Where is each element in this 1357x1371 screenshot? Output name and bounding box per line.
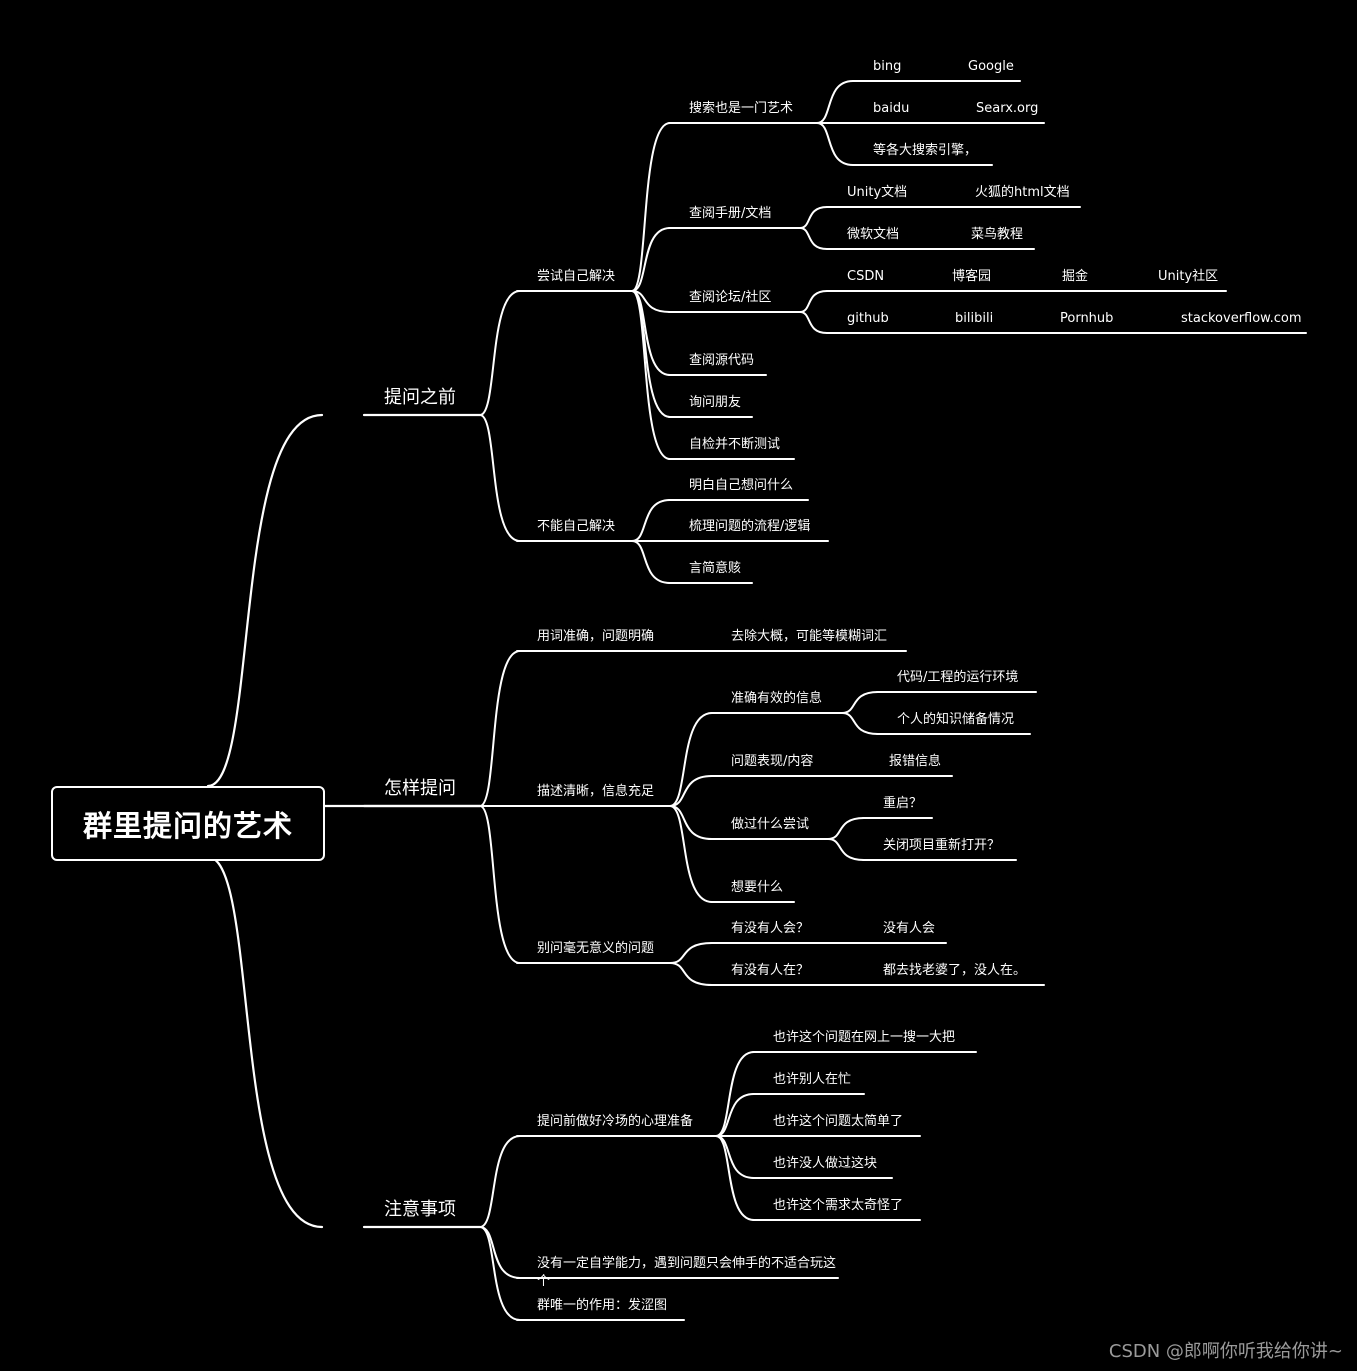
cannot-item[interactable]: 明白自己想问什么 xyxy=(689,478,794,493)
node-self[interactable]: 尝试自己解决 xyxy=(537,269,616,284)
docs-item[interactable]: 菜鸟教程 xyxy=(971,227,1024,242)
edge-notes-prepare xyxy=(479,1135,521,1228)
node-docs[interactable]: 查阅手册/文档 xyxy=(689,206,772,221)
q1-answer[interactable]: 没有人会 xyxy=(883,921,936,936)
docs-item[interactable]: Unity文档 xyxy=(847,185,908,200)
node-tried[interactable]: 做过什么尝试 xyxy=(731,817,810,832)
edge-accurate-item xyxy=(841,712,879,735)
edge-cannot-item xyxy=(631,499,671,542)
prepare-item[interactable]: 也许没人做过这块 xyxy=(773,1156,878,1171)
edge-prepare-item xyxy=(715,1135,755,1221)
edge-notes-ability xyxy=(479,1226,521,1279)
prepare-item[interactable]: 也许别人在忙 xyxy=(773,1072,852,1087)
docs-item[interactable]: 火狐的html文档 xyxy=(975,185,1070,200)
node-prepare[interactable]: 提问前做好冷场的心理准备 xyxy=(537,1114,694,1129)
edge-self-test xyxy=(631,290,671,460)
edge-before-cannot xyxy=(479,414,521,542)
edge-tried-item xyxy=(827,838,865,861)
symptom-item[interactable]: 报错信息 xyxy=(889,754,942,769)
edge-search-item xyxy=(816,122,854,166)
edge-describe-tried xyxy=(669,805,713,840)
edge-meaningless-q2 xyxy=(669,962,713,986)
edge-before-self xyxy=(479,290,521,416)
node-words[interactable]: 用词准确，问题明确 xyxy=(537,629,655,644)
search-engine-item[interactable]: Searx.org xyxy=(976,101,1039,116)
accurate-item[interactable]: 个人的知识储备情况 xyxy=(897,712,1015,727)
prepare-item[interactable]: 也许这个需求太奇怪了 xyxy=(773,1198,904,1213)
forum-item[interactable]: bilibili xyxy=(955,311,994,326)
edge-accurate-item xyxy=(841,691,879,714)
search-engine-item[interactable]: Google xyxy=(968,59,1014,74)
prepare-item[interactable]: 也许这个问题在网上一搜一大把 xyxy=(773,1030,956,1045)
node-want[interactable]: 想要什么 xyxy=(731,880,784,895)
root-title: 群里提问的艺术 xyxy=(82,808,293,843)
forum-item[interactable]: 博客园 xyxy=(952,269,992,284)
prepare-item[interactable]: 也许这个问题太简单了 xyxy=(773,1114,904,1129)
forum-item[interactable]: 掘金 xyxy=(1062,269,1089,284)
branch-before[interactable]: 提问之前 xyxy=(384,387,456,408)
cannot-item[interactable]: 梳理问题的流程/逻辑 xyxy=(689,519,811,534)
node-ability[interactable]: 没有一定自学能力，遇到问题只会伸手的不适合玩这个 xyxy=(537,1256,837,1289)
words-item[interactable]: 去除大概，可能等模糊词汇 xyxy=(731,629,888,644)
forum-item[interactable]: github xyxy=(847,311,889,326)
edge-describe-want xyxy=(669,805,713,903)
cannot-item[interactable]: 言简意赅 xyxy=(689,561,742,576)
edge-root-notes xyxy=(206,855,324,1229)
search-engine-item[interactable]: 等各大搜索引擎， xyxy=(873,143,978,158)
accurate-item[interactable]: 代码/工程的运行环境 xyxy=(897,670,1019,685)
edge-prepare-item xyxy=(715,1093,755,1137)
root-node[interactable]: 群里提问的艺术 xyxy=(51,786,325,861)
node-search[interactable]: 搜索也是一门艺术 xyxy=(689,101,794,116)
forum-item[interactable]: stackoverflow.com xyxy=(1181,311,1302,326)
edge-self-docs xyxy=(631,227,671,292)
branch-how[interactable]: 怎样提问 xyxy=(384,778,456,799)
forum-item[interactable]: CSDN xyxy=(847,269,885,284)
edge-root-before xyxy=(206,413,324,788)
watermark: CSDN @郎啊你听我给你讲~ xyxy=(1108,1341,1343,1362)
edge-self-search xyxy=(631,122,671,292)
edge-cannot-item xyxy=(631,540,671,584)
q2-answer[interactable]: 都去找老婆了，没人在。 xyxy=(883,963,1027,978)
node-q1[interactable]: 有没有人会？ xyxy=(731,921,810,936)
edge-docs-item xyxy=(799,206,828,229)
node-symptom[interactable]: 问题表现/内容 xyxy=(731,754,814,769)
docs-item[interactable]: 微软文档 xyxy=(847,227,900,242)
edge-notes-purpose xyxy=(479,1226,521,1321)
node-friends[interactable]: 询问朋友 xyxy=(689,395,742,410)
branch-notes[interactable]: 注意事项 xyxy=(384,1199,456,1220)
edge-prepare-item xyxy=(715,1051,755,1137)
node-accurate[interactable]: 准确有效的信息 xyxy=(731,691,823,706)
edge-docs-item xyxy=(799,227,828,250)
node-cannot[interactable]: 不能自己解决 xyxy=(537,519,616,534)
edge-meaningless-q1 xyxy=(669,942,713,964)
node-test[interactable]: 自检并不断测试 xyxy=(689,437,781,452)
node-describe[interactable]: 描述清晰，信息充足 xyxy=(537,784,655,799)
edge-tried-item xyxy=(827,817,865,840)
node-meaningless[interactable]: 别问毫无意义的问题 xyxy=(537,941,655,956)
node-source[interactable]: 查阅源代码 xyxy=(689,353,755,368)
edge-how-words xyxy=(479,650,521,807)
node-q2[interactable]: 有没有人在？ xyxy=(731,963,810,978)
node-forum[interactable]: 查阅论坛/社区 xyxy=(689,290,772,305)
search-engine-item[interactable]: bing xyxy=(873,59,902,74)
forum-item[interactable]: Pornhub xyxy=(1060,311,1114,326)
edge-search-item xyxy=(816,80,854,124)
tried-item[interactable]: 重启？ xyxy=(883,796,923,811)
search-engine-item[interactable]: baidu xyxy=(873,101,910,116)
forum-item[interactable]: Unity社区 xyxy=(1158,269,1219,284)
edge-forum-item xyxy=(799,290,828,313)
edge-how-meaningless xyxy=(479,805,521,964)
edge-forum-item xyxy=(799,311,828,334)
edge-describe-symptom xyxy=(669,775,713,807)
tried-item[interactable]: 关闭项目重新打开？ xyxy=(883,838,1001,853)
edge-describe-accurate xyxy=(669,712,713,807)
node-purpose[interactable]: 群唯一的作用：发涩图 xyxy=(537,1298,668,1313)
